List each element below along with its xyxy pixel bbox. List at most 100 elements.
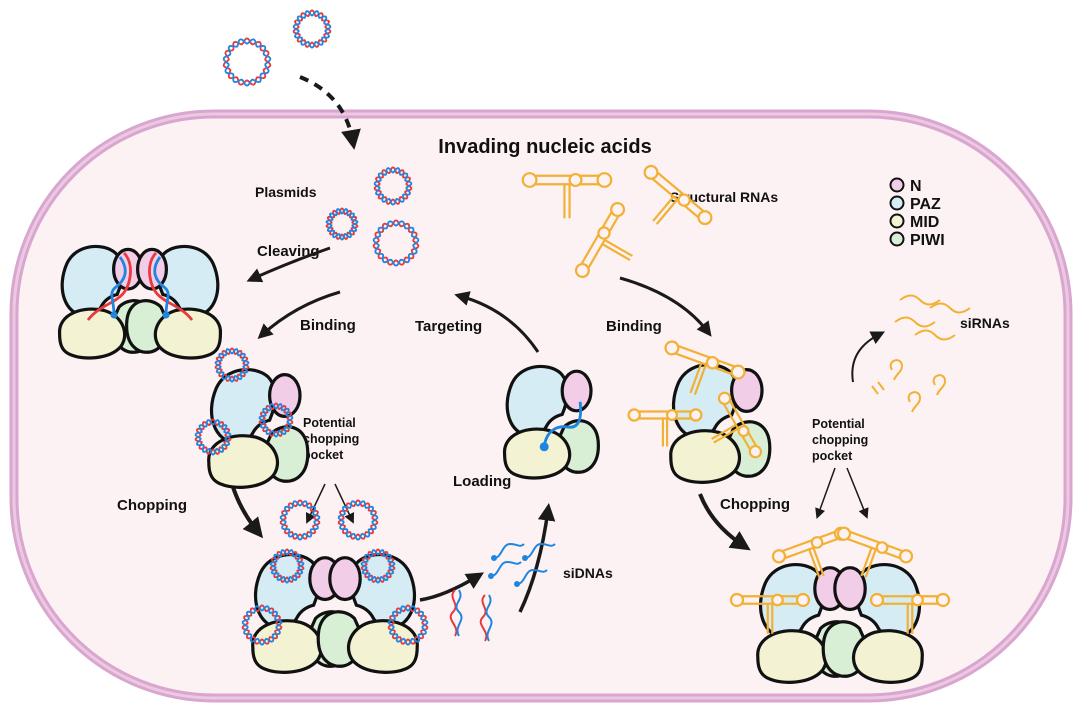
dna-debris — [479, 594, 493, 642]
legend-label-paz: PAZ — [910, 196, 941, 213]
sidna-fragment — [491, 542, 525, 561]
legend-label-mid: MID — [910, 214, 939, 231]
chop-plasmid-3 — [269, 548, 305, 584]
bound-rna-3 — [711, 391, 763, 459]
mid-domain — [251, 619, 324, 674]
label-sirnas: siRNAs — [960, 315, 1010, 331]
legend-swatch-piwi — [889, 231, 905, 247]
guide-dna — [542, 401, 583, 448]
mid-domain — [669, 429, 742, 484]
label-pocket-left-2: chopping — [303, 432, 359, 446]
pocket-arrow-4 — [846, 467, 869, 519]
legend-swatch-paz — [889, 195, 905, 211]
rna-debris — [871, 381, 885, 395]
cell-membrane-inner — [12, 112, 1070, 700]
bound-plasmid-1 — [214, 347, 250, 383]
arrow-binding-left — [257, 290, 341, 340]
chop-plasmid-2 — [337, 499, 379, 541]
sirna-fragment — [899, 294, 941, 306]
mid-domain — [346, 619, 419, 674]
process-arrows — [230, 246, 886, 613]
label-targeting: Targeting — [415, 318, 482, 335]
dna-debris — [449, 589, 463, 637]
structural-rna-3 — [574, 202, 633, 278]
label-pocket-right-3: pocket — [812, 449, 853, 463]
guide-5p-end — [539, 442, 549, 452]
label-structural-rnas: Structural RNAs — [670, 189, 778, 205]
structural-rna-1 — [521, 172, 613, 219]
label-sidnas: siDNAs — [563, 565, 613, 581]
complex-chopping-dna — [251, 553, 419, 674]
label-loading: Loading — [453, 473, 511, 490]
complex-loading — [502, 364, 600, 480]
complex-cleaving — [57, 244, 223, 360]
plasmid-3 — [372, 219, 420, 267]
mid-domain — [57, 307, 127, 360]
legend-swatch-n — [889, 177, 905, 193]
sirna-fragment — [894, 316, 936, 328]
rna-debris — [907, 391, 922, 413]
label-pocket-right-1: Potential — [812, 417, 865, 431]
sidna-fragment — [488, 560, 522, 579]
target-strand-pair — [86, 252, 132, 321]
chop-plasmid-1 — [279, 499, 321, 541]
bound-rna-2 — [627, 408, 703, 447]
bound-plasmid-3 — [194, 418, 232, 456]
mid-domain — [207, 434, 280, 489]
pocket-arrow-3 — [815, 467, 836, 519]
arrow-chopping-right — [698, 493, 751, 551]
complex-chopping-rna — [756, 563, 924, 684]
rna-debris — [932, 374, 947, 396]
bound-rna-1 — [664, 340, 746, 396]
n-domain — [328, 556, 362, 602]
plasmid-outside-1 — [222, 37, 272, 87]
arrow-loading — [518, 503, 556, 613]
chop-rna-4 — [869, 592, 951, 634]
n-domain — [560, 369, 593, 413]
mid-domain — [153, 307, 223, 360]
mid-domain — [756, 629, 829, 684]
bound-plasmid-2 — [258, 402, 294, 438]
label-binding-left: Binding — [300, 317, 356, 334]
complex-binding-rna — [669, 363, 772, 484]
legend-swatch-mid — [889, 213, 905, 229]
mid-domain — [502, 427, 572, 480]
chop-rna-2 — [836, 526, 914, 578]
pocket-arrow-1 — [305, 483, 326, 524]
label-cleaving: Cleaving — [257, 243, 320, 260]
arrow-to-sirnas — [851, 331, 886, 383]
arrow-to-sidnas — [419, 572, 484, 602]
label-pocket-left-1: Potential — [303, 416, 356, 430]
diagram-title: Invading nucleic acids — [438, 136, 651, 158]
chop-plasmid-5 — [241, 604, 283, 646]
plasmids-outside — [222, 9, 332, 87]
target-strand-pair — [148, 252, 194, 321]
structural-rna-2 — [643, 164, 713, 226]
label-plasmids: Plasmids — [255, 184, 317, 200]
legend-label-n: N — [910, 178, 922, 195]
arrow-cleaving — [246, 246, 331, 283]
plasmid-1 — [373, 166, 413, 206]
pocket-arrow-2 — [334, 483, 355, 524]
nucleic-acids — [86, 164, 971, 646]
sidna-fragment — [514, 568, 548, 587]
plasmid-2 — [325, 207, 359, 241]
label-pocket-right-2: chopping — [812, 433, 868, 447]
plasmid-outside-2 — [292, 9, 332, 49]
sidna-fragment — [522, 542, 556, 561]
rna-debris — [889, 359, 904, 381]
sirna-fragment — [929, 302, 971, 314]
chop-plasmid-4 — [360, 548, 396, 584]
label-chopping-left: Chopping — [117, 497, 187, 514]
chop-rna-3 — [729, 592, 811, 634]
n-domain — [833, 566, 867, 612]
chop-plasmid-6 — [387, 604, 429, 646]
sirna-fragment — [914, 329, 956, 341]
mid-domain — [851, 629, 924, 684]
n-domain — [730, 367, 764, 414]
legend-label-piwi: PIWI — [910, 232, 945, 249]
arrow-targeting — [454, 291, 540, 353]
argonaute-complexes — [57, 244, 924, 684]
